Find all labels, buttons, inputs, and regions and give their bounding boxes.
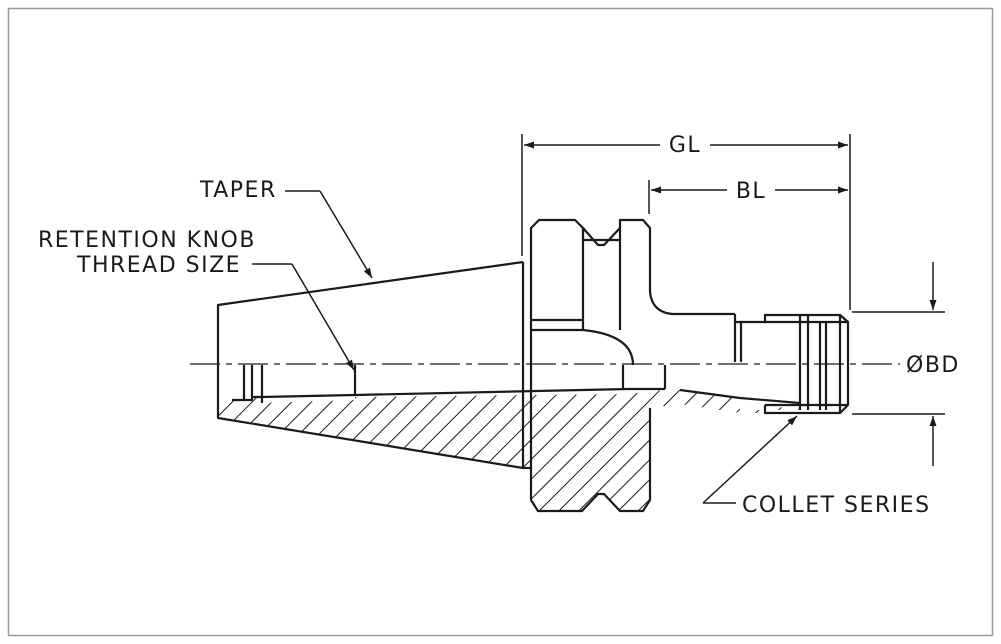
gl-dimension [521,134,851,310]
taper-label: TAPER [199,178,277,203]
drawing-frame [7,7,994,637]
bd-dimension [852,262,945,466]
thread-size-label: THREAD SIZE [76,253,241,278]
section-hatch [218,390,800,511]
bl-dimension [648,180,848,214]
bd-label: ØBD [906,353,960,378]
retention-knob-label: RETENTION KNOB [38,228,256,253]
retention-leader [252,263,355,371]
bl-label: BL [736,179,766,204]
taper-leader [285,190,373,279]
holder-outline [216,218,850,513]
collet-leader [702,415,798,504]
gl-label: GL [669,133,701,158]
collet-series-label: COLLET SERIES [742,493,931,518]
